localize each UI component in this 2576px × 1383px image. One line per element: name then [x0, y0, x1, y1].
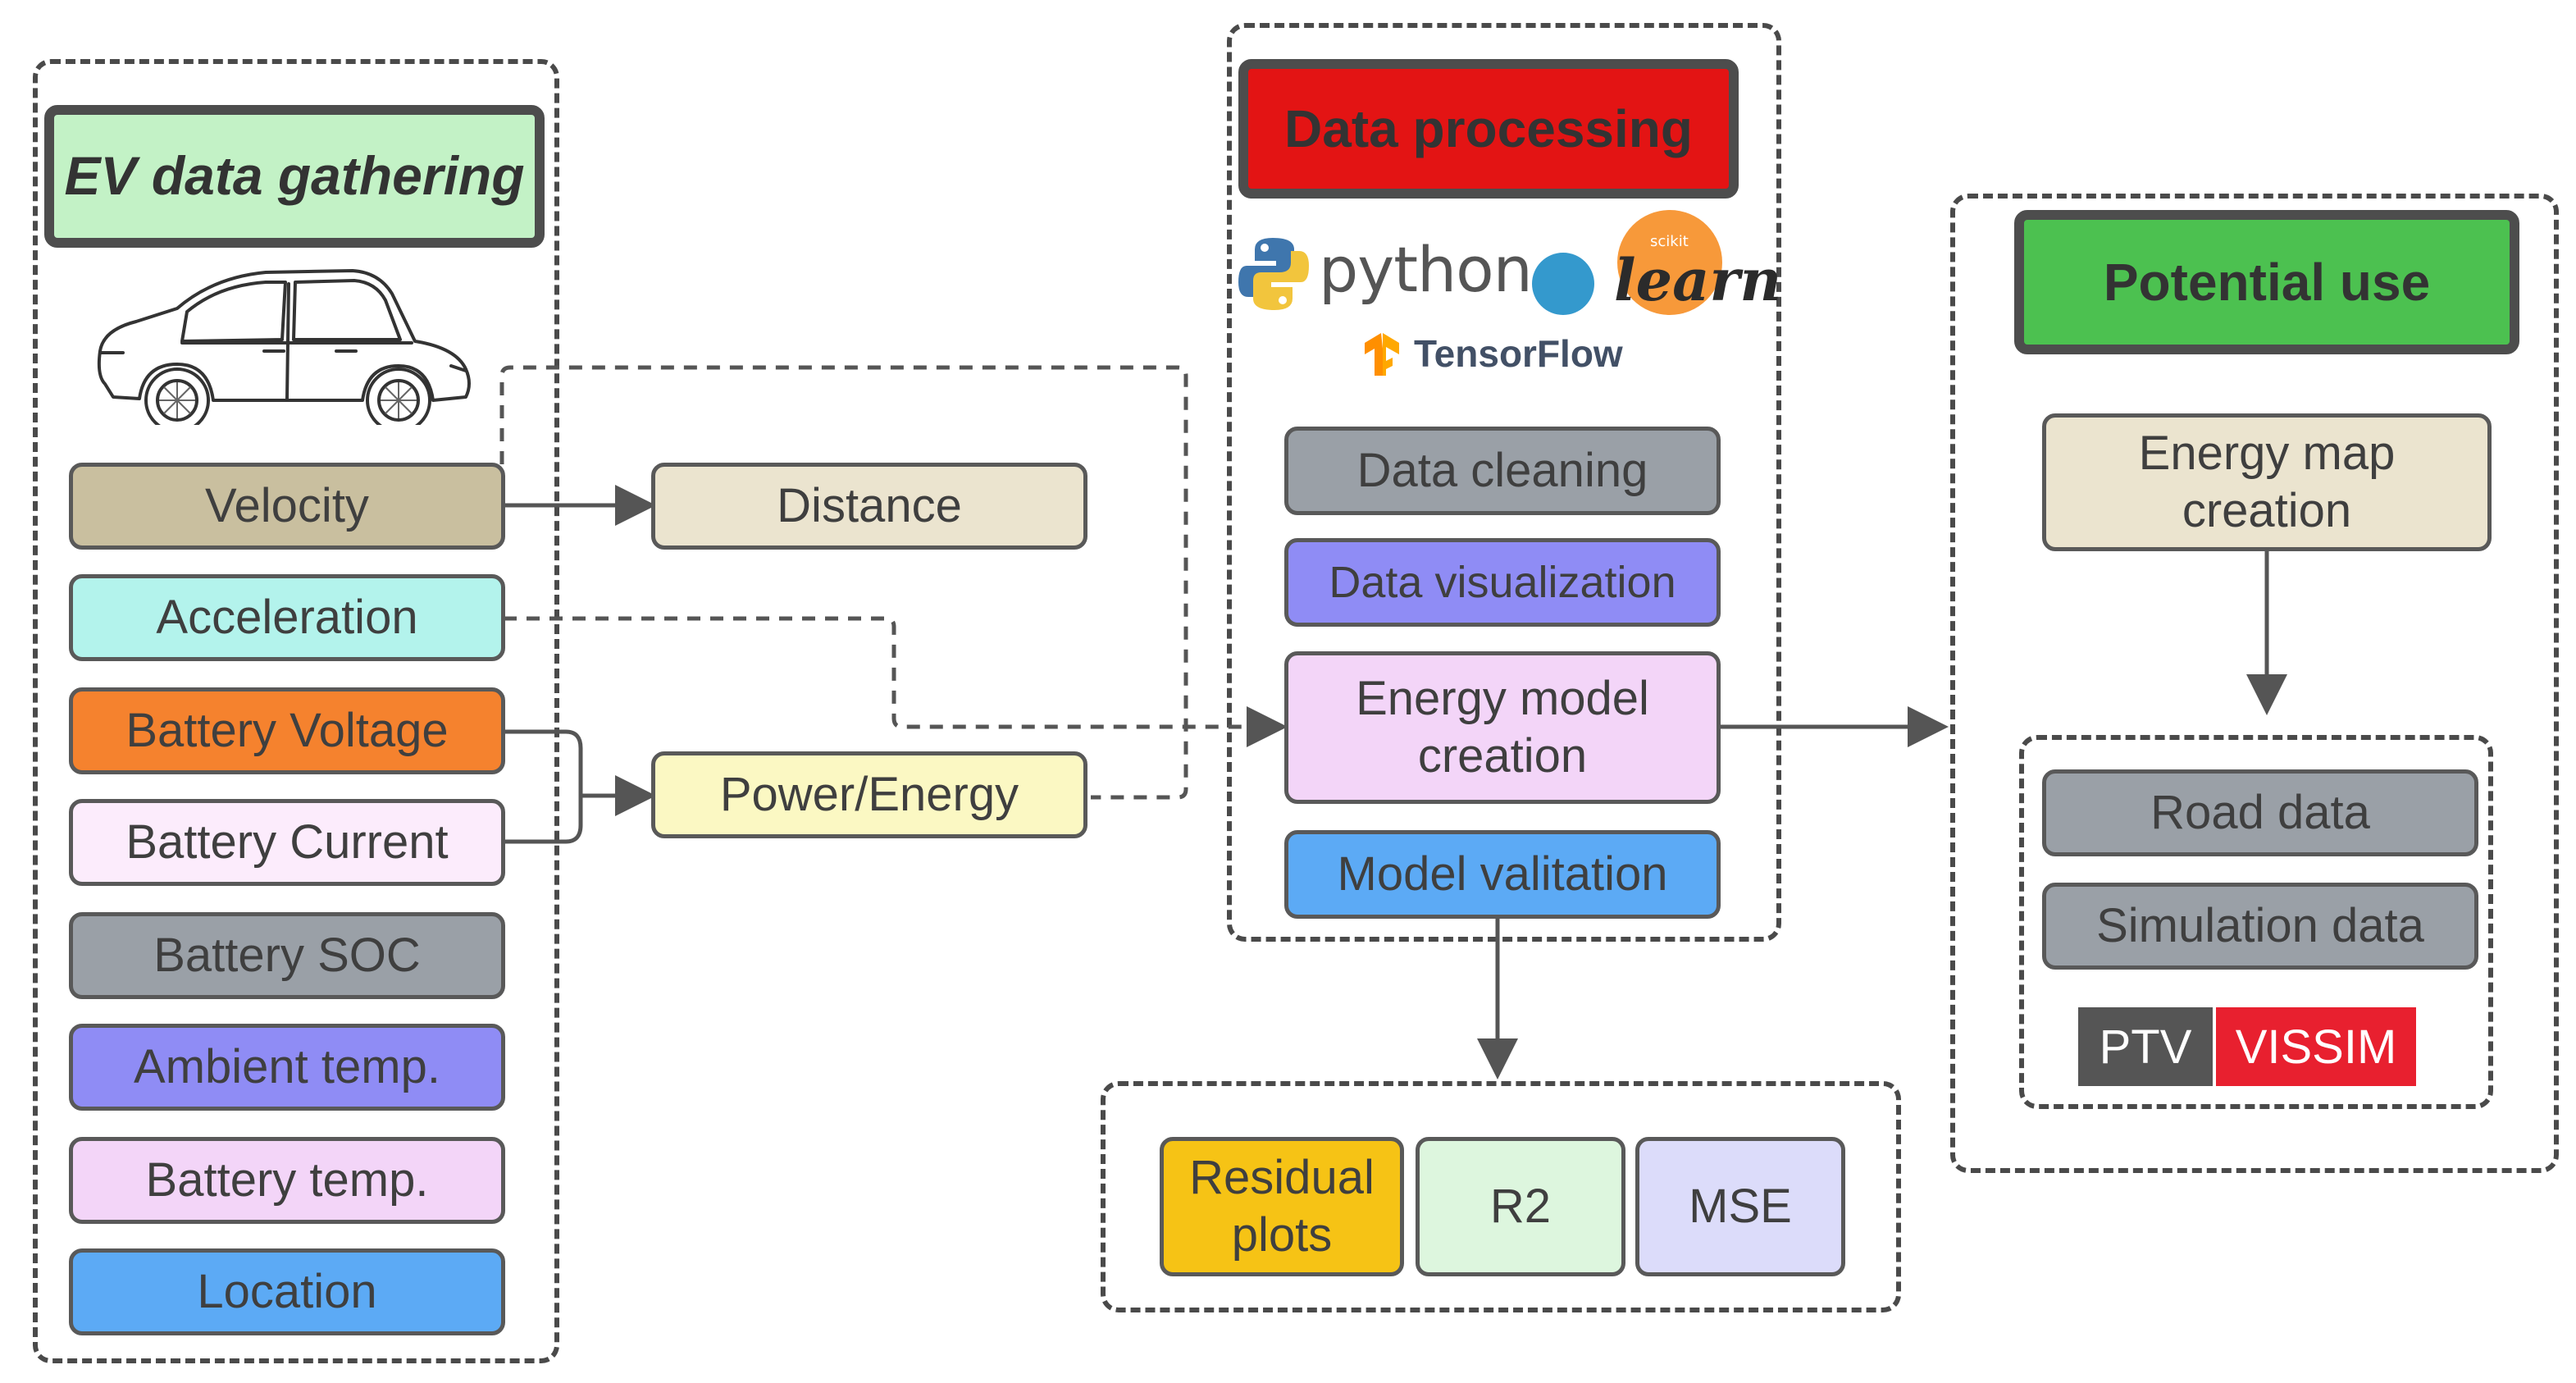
data-processing-title: Data processing: [1238, 59, 1739, 199]
signal-ambient-temp: Ambient temp.: [69, 1024, 505, 1111]
vissim-logo-text: VISSIM: [2216, 1007, 2416, 1086]
bracket-voltage-current: [504, 729, 583, 844]
step-model-validation: Model valitation: [1284, 830, 1721, 919]
step-data-cleaning: Data cleaning: [1284, 427, 1721, 515]
ev-data-gathering-title: EV data gathering: [44, 105, 545, 248]
signal-battery-soc: Battery SOC: [69, 912, 505, 999]
energy-model-line2: creation: [1417, 729, 1588, 783]
tensorflow-logo-text: TensorFlow: [1414, 332, 1623, 375]
potential-use-container: [1950, 194, 2559, 1173]
signal-battery-current: Battery Current: [69, 799, 505, 886]
simulation-data: Simulation data: [2042, 883, 2478, 970]
sklearn-logo-text: learn: [1614, 246, 1782, 314]
metric-mse: MSE: [1635, 1137, 1845, 1276]
road-data: Road data: [2042, 769, 2478, 856]
step-data-visualization: Data visualization: [1284, 538, 1721, 627]
dashed-velocity-to-model: [499, 365, 1188, 800]
tensorflow-logo-icon: [1365, 333, 1399, 376]
validation-metrics-container: [1101, 1081, 1901, 1312]
signal-location: Location: [69, 1248, 505, 1335]
energy-map-creation: Energy map creation: [2042, 413, 2492, 551]
signal-battery-temp: Battery temp.: [69, 1137, 505, 1224]
residual-line1: Residual: [1189, 1151, 1375, 1205]
energy-map-line2: creation: [2182, 484, 2352, 537]
simulation-inner-container: [2019, 735, 2493, 1109]
python-logo-icon: [1238, 238, 1309, 310]
signal-velocity: Velocity: [69, 463, 505, 550]
metric-residual-plots: Residual plots: [1160, 1137, 1404, 1276]
energy-model-line1: Energy model: [1356, 672, 1649, 726]
energy-map-line1: Energy map: [2138, 427, 2396, 481]
ptv-logo-text: PTV: [2078, 1007, 2213, 1086]
data-processing-container: [1227, 23, 1781, 942]
sklearn-logo-icon: [1532, 210, 1722, 315]
derived-distance: Distance: [651, 463, 1087, 550]
step-energy-model-creation: Energy model creation: [1284, 651, 1721, 804]
ev-data-gathering-container: [33, 59, 559, 1363]
metric-r2: R2: [1416, 1137, 1625, 1276]
sklearn-small-text: scikit: [1650, 233, 1689, 250]
derived-power-energy: Power/Energy: [651, 751, 1087, 838]
dashed-acceleration-to-model: [504, 616, 1288, 747]
potential-use-title: Potential use: [2014, 210, 2519, 354]
python-logo-text: python: [1319, 233, 1533, 306]
signal-acceleration: Acceleration: [69, 574, 505, 661]
electric-car-icon: [97, 269, 471, 425]
residual-line2: plots: [1231, 1208, 1333, 1262]
ptv-vissim-logo: PTV VISSIM: [2078, 1007, 2416, 1086]
signal-battery-voltage: Battery Voltage: [69, 687, 505, 774]
